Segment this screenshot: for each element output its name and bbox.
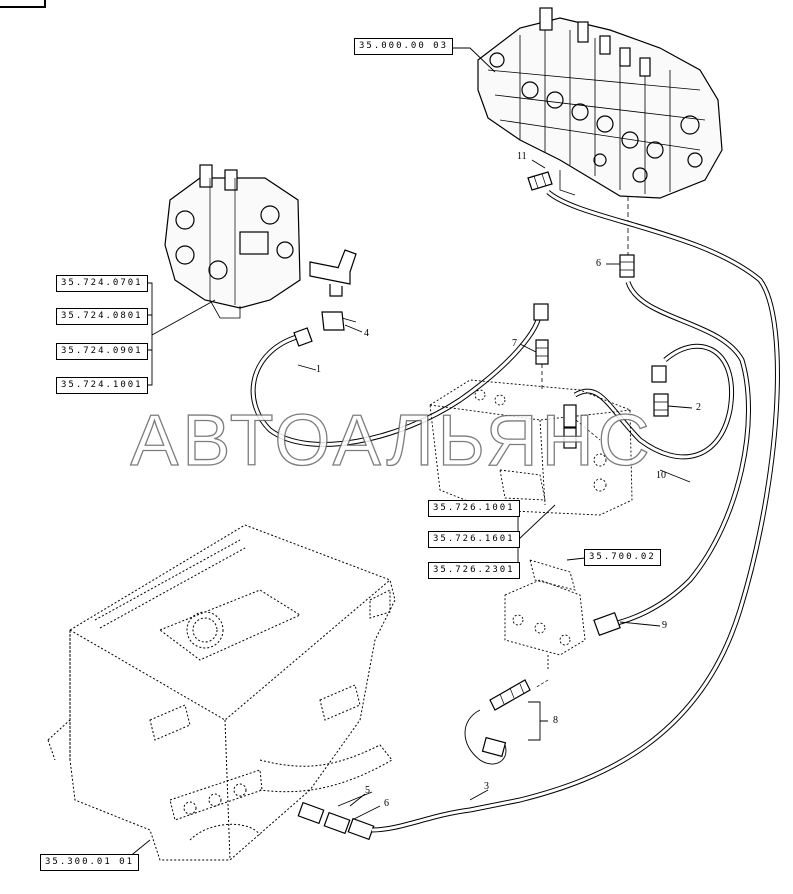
callout-4: 4 — [364, 328, 369, 339]
main-control-valve — [477, 7, 723, 199]
ref-box-tank[interactable]: 35.300.01 01 — [40, 854, 140, 871]
ref-box-loader-valve-1[interactable]: 35.724.0701 — [56, 275, 148, 292]
callout-3: 3 — [484, 781, 489, 792]
ref-box-block-1[interactable]: 35.726.1001 — [428, 500, 520, 517]
loader-control-valve — [164, 164, 301, 319]
ref-box-loader-valve-2[interactable]: 35.724.0801 — [56, 308, 148, 325]
ref-box-bracket[interactable]: 35.700.02 — [584, 549, 661, 566]
fitting-2 — [653, 393, 669, 417]
ref-box-main-valve[interactable]: 35.000.00 03 — [354, 38, 454, 55]
callout-2: 2 — [696, 402, 701, 413]
fitting-6-upper — [619, 254, 635, 278]
distribution-block — [429, 379, 633, 516]
elbow-fitting-4 — [321, 311, 357, 331]
mounting-bracket — [504, 559, 586, 670]
page-corner-marker — [0, 0, 46, 8]
ref-box-block-3[interactable]: 35.726.2301 — [428, 562, 520, 579]
callout-6-lower: 6 — [384, 798, 389, 809]
ref-box-block-2[interactable]: 35.726.1601 — [428, 531, 520, 548]
hose-1 — [250, 309, 543, 447]
hose-10 — [469, 190, 780, 813]
hose-9 — [609, 281, 751, 628]
callout-5: 5 — [365, 785, 370, 796]
tee-fitting — [309, 249, 357, 297]
callout-9: 9 — [662, 620, 667, 631]
hose-3-fittings — [297, 801, 471, 841]
callout-1: 1 — [316, 364, 321, 375]
hose-2-line — [573, 343, 734, 460]
callout-7: 7 — [512, 338, 517, 349]
callout-11: 11 — [517, 151, 527, 162]
hydraulic-tank — [47, 524, 396, 861]
ref-box-loader-valve-4[interactable]: 35.724.1001 — [56, 377, 148, 394]
fitting-11 — [527, 171, 553, 191]
callout-6-upper: 6 — [596, 258, 601, 269]
quick-coupler-8 — [464, 679, 531, 765]
callout-8: 8 — [553, 715, 558, 726]
ref-box-loader-valve-3[interactable]: 35.724.0901 — [56, 343, 148, 360]
fitting-7 — [535, 339, 549, 365]
callout-10: 10 — [656, 470, 666, 481]
